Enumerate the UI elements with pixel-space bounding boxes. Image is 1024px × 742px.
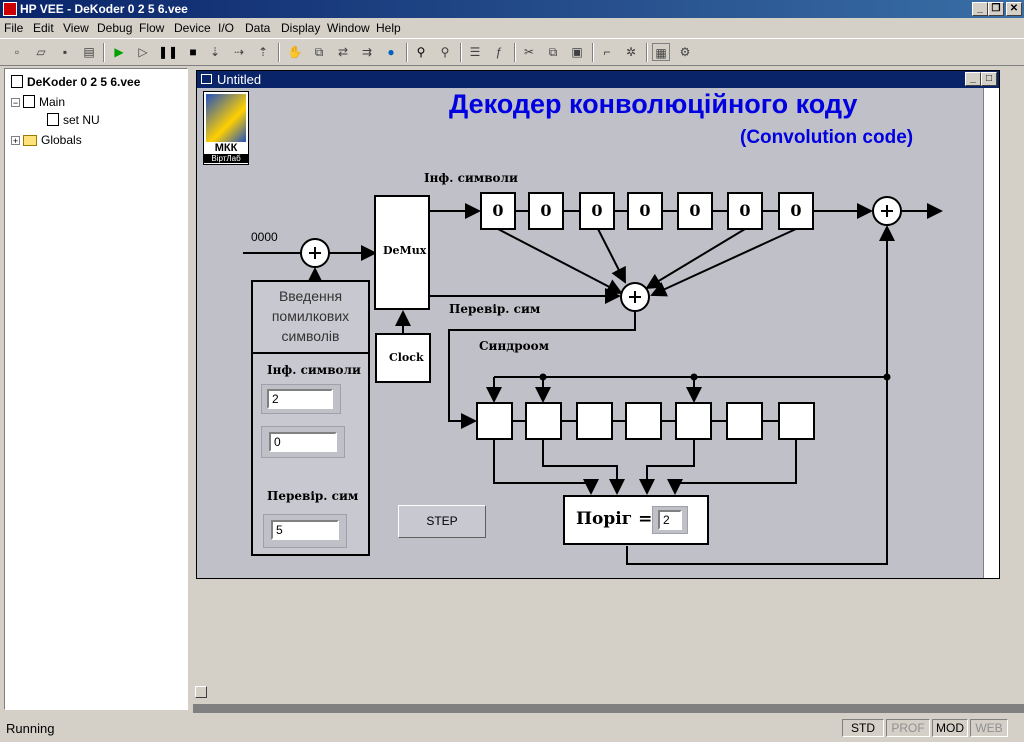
menu-bar: File Edit View Debug Flow Device I/O Dat… (0, 18, 1024, 38)
menu-display[interactable]: Display (281, 21, 321, 35)
panel-view-icon[interactable]: ▦ (652, 43, 670, 61)
menu-device[interactable]: Device (174, 21, 211, 35)
error-check-label: Перевір. сим (267, 489, 359, 503)
close-button[interactable]: ✕ (1006, 2, 1022, 16)
window-icon (201, 74, 212, 84)
status-std: STD (842, 719, 884, 737)
menu-edit[interactable]: Edit (33, 21, 54, 35)
stop-icon[interactable]: ■ (189, 45, 197, 59)
expand-icon[interactable]: + (11, 136, 20, 146)
step-over-icon[interactable]: ⇢ (233, 45, 245, 59)
app-icon (3, 2, 17, 16)
label-check-symbols: Перевір. сим (449, 302, 541, 316)
tree-item-setnu[interactable]: set NU (47, 113, 100, 127)
input-sequence: 0000 (251, 230, 278, 244)
show-data-icon[interactable]: ⧉ (314, 45, 324, 59)
globe-icon[interactable]: ● (387, 45, 395, 59)
page-subtitle: (Convolution code) (740, 127, 914, 148)
copy-icon[interactable]: ⧉ (548, 45, 558, 59)
register-cell: 0 (591, 201, 603, 220)
formula-icon[interactable]: ƒ (495, 45, 503, 59)
child-vertical-scrollbar[interactable] (983, 88, 999, 578)
main-icon (23, 95, 35, 108)
scroll-thumb[interactable] (195, 686, 207, 698)
error-inf-input-1[interactable]: 2 (267, 389, 333, 409)
open-icon[interactable]: ▱ (36, 45, 46, 59)
vee-file-icon (11, 75, 23, 88)
child-title-bar: Untitled _ □ (197, 71, 999, 88)
register-cell: 0 (790, 201, 802, 220)
error-check-input[interactable]: 5 (271, 520, 339, 540)
menu-view[interactable]: View (63, 21, 89, 35)
properties-icon[interactable]: ☰ (469, 45, 481, 59)
run-icon[interactable]: ▶ (114, 45, 124, 59)
pause-icon[interactable]: ❚❚ (158, 45, 179, 59)
status-prof: PROF (886, 719, 930, 737)
horizontal-scrollbar[interactable] (193, 685, 1024, 699)
status-web: WEB (970, 719, 1008, 737)
threshold-input[interactable]: 2 (658, 510, 682, 530)
register-cell: 0 (492, 201, 504, 220)
tree-item-globals[interactable]: +Globals (11, 133, 82, 147)
settings-icon[interactable]: ✲ (625, 45, 637, 59)
detail-view-icon[interactable]: ⚙ (679, 45, 691, 59)
error-inf-input-2[interactable]: 0 (269, 432, 337, 452)
mkk-logo: МКК ВіртЛаб (203, 91, 249, 165)
program-explorer: DeKoder 0 2 5 6.vee −Main set NU +Global… (4, 68, 188, 710)
save-icon[interactable]: ▪ (62, 45, 68, 59)
menu-file[interactable]: File (4, 21, 24, 35)
app-title-bar: HP VEE - DeKoder 0 2 5 6.vee _ ❐ ✕ (0, 0, 1024, 18)
menu-help[interactable]: Help (376, 21, 401, 35)
tree-root[interactable]: DeKoder 0 2 5 6.vee (11, 75, 140, 89)
status-bar: Running STD PROF MOD WEB (0, 718, 1024, 740)
menu-window[interactable]: Window (327, 21, 370, 35)
child-maximize-button[interactable]: □ (981, 72, 997, 86)
label-syndrome: Синдроом (479, 339, 550, 353)
step-icon[interactable]: ▷ (138, 45, 148, 59)
register-cell: 0 (689, 201, 701, 220)
folder-icon (23, 135, 37, 146)
menu-io[interactable]: I/O (218, 21, 235, 35)
clock-label: Clock (389, 351, 424, 364)
find-next-icon[interactable]: ⚲ (440, 45, 450, 59)
new-icon[interactable]: ▫ (14, 45, 20, 59)
error-panel-title: Введення помилкових символів (271, 288, 350, 344)
execution-flow-icon[interactable]: ⇄ (337, 45, 349, 59)
menu-data[interactable]: Data (245, 21, 271, 35)
register-cell: 0 (639, 201, 651, 220)
menu-flow[interactable]: Flow (139, 21, 165, 35)
step-into-icon[interactable]: ⇣ (209, 45, 221, 59)
error-inf-label: Інф. символи (267, 363, 361, 377)
child-minimize-button[interactable]: _ (965, 72, 981, 86)
demux-label: DeMux (383, 244, 427, 257)
tree-item-main[interactable]: −Main (11, 95, 66, 109)
function-icon (47, 113, 59, 126)
label-inf-symbols: Інф. символи (424, 171, 518, 185)
status-text: Running (6, 721, 55, 736)
data-flow-icon[interactable]: ⇉ (361, 45, 373, 59)
step-button[interactable]: STEP (398, 505, 486, 538)
line-icon[interactable]: ⌐ (603, 45, 611, 59)
restore-button[interactable]: ❐ (988, 2, 1004, 16)
menu-debug[interactable]: Debug (97, 21, 133, 35)
find-icon[interactable]: ⚲ (416, 45, 426, 59)
minimize-button[interactable]: _ (972, 2, 988, 16)
register-cell: 0 (739, 201, 751, 220)
register-cell: 0 (540, 201, 552, 220)
collapse-icon[interactable]: − (11, 98, 20, 108)
print-icon[interactable]: ▤ (83, 45, 95, 59)
paste-icon[interactable]: ▣ (571, 45, 583, 59)
step-out-icon[interactable]: ⇡ (257, 45, 269, 59)
untitled-window: Untitled _ □ (196, 70, 1000, 579)
decoder-panel: МКК ВіртЛаб Декодер конволюційного коду … (197, 88, 983, 578)
child-title: Untitled (217, 72, 262, 87)
toolbar: ▫ ▱ ▪ ▤ ▶ ▷ ❚❚ ■ ⇣ ⇢ ⇡ ✋ ⧉ ⇄ ⇉ ● ⚲ ⚲ ☰ ƒ… (0, 38, 1024, 66)
app-title: HP VEE - DeKoder 0 2 5 6.vee (20, 2, 188, 16)
hand-icon[interactable]: ✋ (287, 45, 303, 59)
threshold-label: Поріг = (576, 509, 653, 529)
cut-icon[interactable]: ✂ (523, 45, 535, 59)
page-title: Декодер конволюційного коду (449, 89, 858, 119)
status-mod: MOD (932, 719, 968, 737)
